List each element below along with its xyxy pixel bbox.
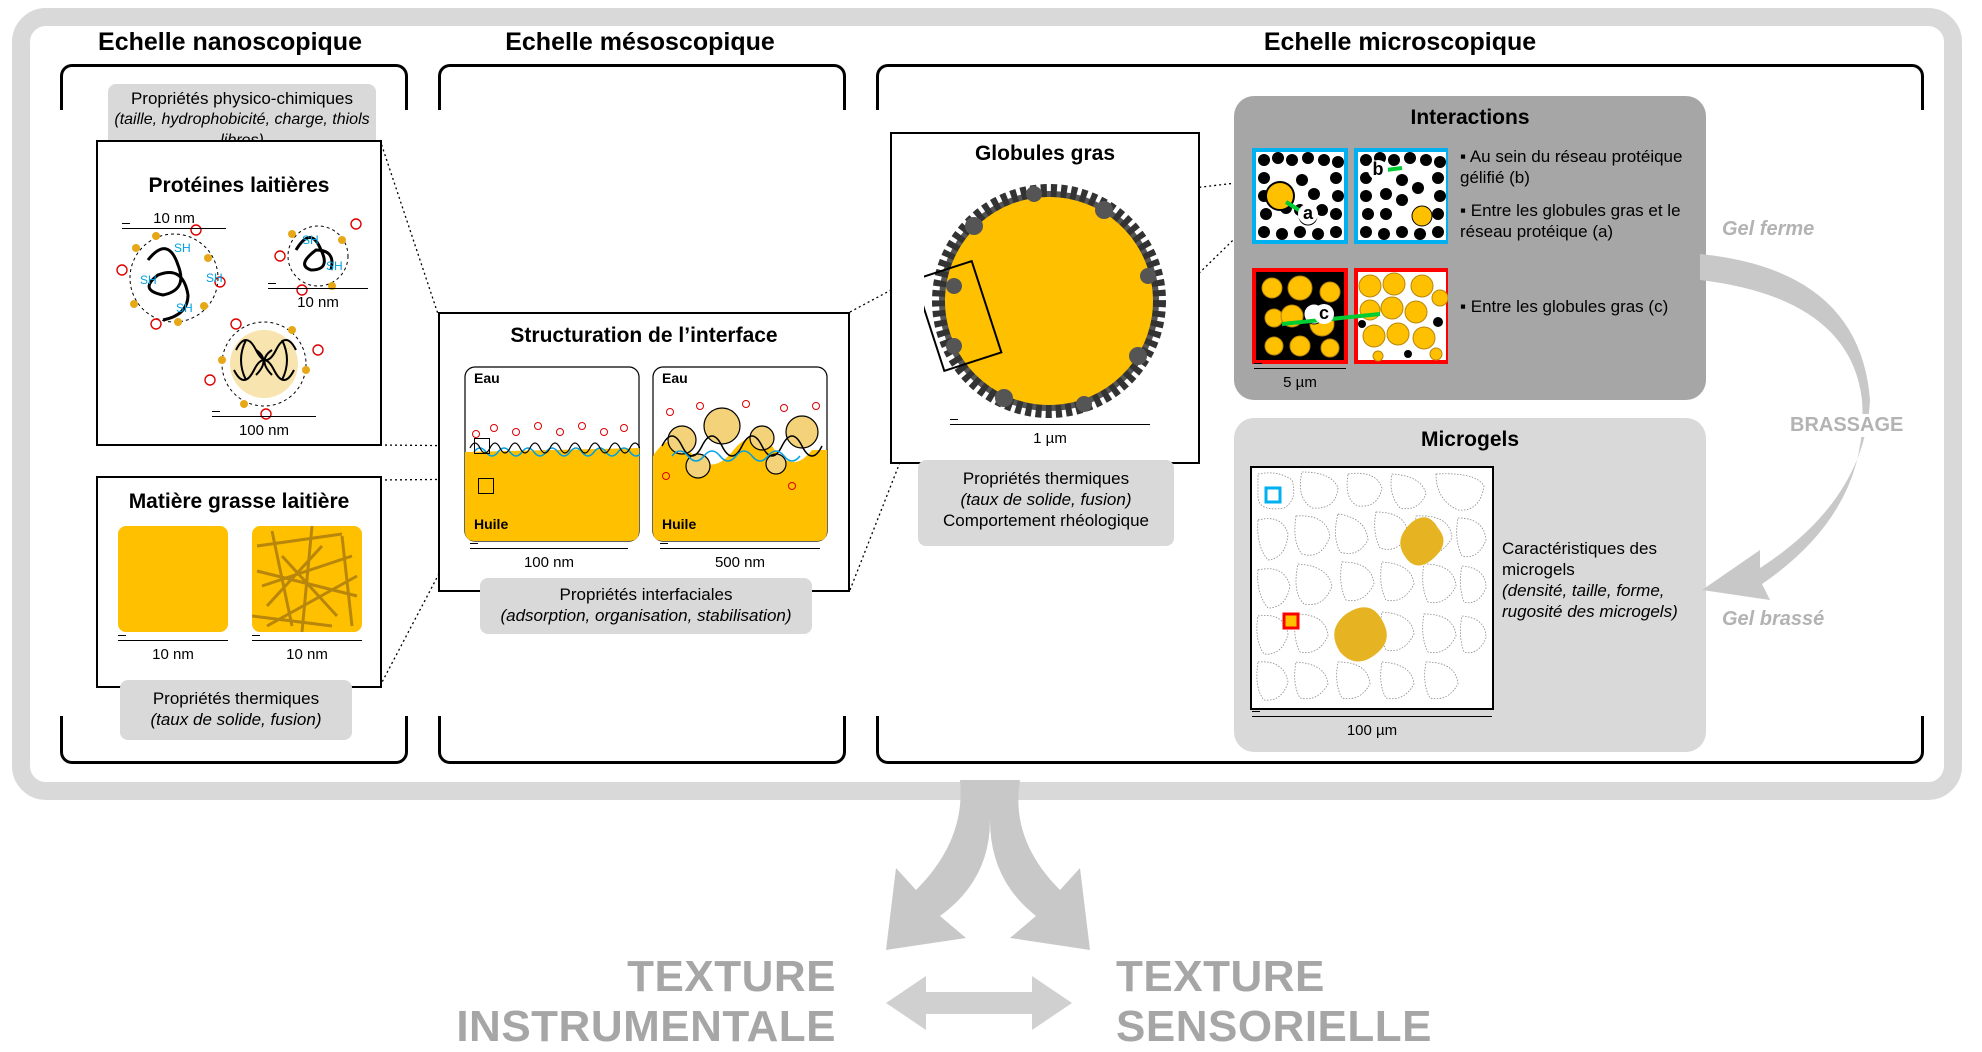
interactions-title: Interactions: [1410, 106, 1530, 129]
nano-scale-title: Echelle nanoscopique: [98, 28, 362, 56]
protein-molecules-illustration: SH SH SH SH SH SH: [116, 218, 362, 420]
interaction-letter-c: c: [1314, 304, 1334, 324]
globule-scale-label: 1 µm: [1033, 430, 1067, 447]
fat-scale-bar-1: [118, 635, 228, 651]
micro-bracket-bottom: [876, 716, 1924, 764]
fat-globule-illustration: [924, 184, 1166, 418]
microgels-characteristics: Caractéristiques des microgels (densité,…: [1502, 538, 1712, 622]
nano-bracket-bottom: [60, 716, 408, 764]
globule-scale-bar: [950, 419, 1150, 435]
svg-text:SH: SH: [326, 259, 343, 273]
gel-brasse-label: Gel brassé: [1722, 608, 1825, 630]
oil-label-right: Huile: [662, 516, 697, 532]
gel-ferme-label: Gel ferme: [1722, 218, 1815, 240]
interaction-networks-illustration: [1252, 148, 1448, 364]
meso-bracket-bottom: [438, 716, 846, 764]
interface-title: Structuration de l’interface: [510, 324, 778, 347]
interface-scale-bar-1: [470, 543, 628, 559]
micro-bracket-top: [876, 64, 1924, 110]
proteins-title: Protéines laitières: [148, 174, 330, 197]
svg-text:SH: SH: [302, 233, 319, 247]
meso-bracket-top: [438, 64, 846, 110]
texture-split-arrow: [886, 780, 1090, 950]
meso-scale-title: Echelle mésoscopique: [505, 28, 775, 56]
interfacial-props-title: Propriétés interfaciales: [559, 585, 733, 604]
microgels-char-title: Caractéristiques des microgels: [1502, 539, 1657, 579]
svg-text:SH: SH: [176, 301, 193, 315]
nano-thermal-props-box: Propriétés thermiques (taux de solide, f…: [120, 680, 352, 740]
interaction-letter-b: b: [1368, 160, 1388, 180]
water-label-left: Eau: [474, 370, 500, 386]
interface-panel-right: [652, 366, 828, 542]
micro-scale-title: Echelle microscopique: [1263, 28, 1537, 56]
fat-globule-title: Globules gras: [974, 142, 1116, 165]
interface-scale-bar-2: [660, 543, 820, 559]
interfacial-props-box: Propriétés interfaciales (adsorption, or…: [480, 578, 812, 634]
microgels-scale-bar: [1252, 711, 1492, 727]
brassage-label: BRASSAGE: [1786, 414, 1908, 437]
micro-thermal-title: Propriétés thermiques: [962, 469, 1130, 488]
proteins-box: Protéines laitières: [96, 140, 382, 446]
microgels-char-detail: (densité, taille, forme, rugosité des mi…: [1502, 581, 1678, 621]
fat-scale-bar-2: [252, 635, 362, 651]
outer-frame: [12, 8, 1962, 800]
interfacial-props-detail: (adsorption, organisation, stabilisation…: [500, 606, 792, 625]
interaction-bullet-2: ▪ Entre les globules gras et le réseau p…: [1460, 201, 1681, 241]
texture-correlation-arrow: [886, 976, 1072, 1030]
rheology-label: Comportement rhéologique: [942, 511, 1149, 530]
nano-thermal-title: Propriétés thermiques: [152, 689, 320, 708]
interface-scale-label-1: 100 nm: [523, 554, 575, 571]
interaction-letter-a: a: [1298, 204, 1318, 224]
fat-scale-label-2: 10 nm: [286, 646, 328, 663]
interface-panel-left: [464, 366, 640, 542]
protein-scale-label-3: 100 nm: [238, 422, 290, 439]
nano-bracket-top: [60, 64, 408, 110]
nano-thermal-detail: (taux de solide, fusion): [150, 710, 322, 729]
interface-scale-label-2: 500 nm: [714, 554, 766, 571]
protein-scale-bar-3: [212, 411, 316, 427]
interaction-scale-bar: [1254, 363, 1346, 379]
zoom-square-interface: [474, 438, 490, 454]
microgels-illustration: [1250, 466, 1494, 710]
liquid-fat-square: [118, 526, 228, 632]
protein-scale-label-1: 10 nm: [153, 210, 195, 227]
microgels-scale-label: 100 µm: [1346, 722, 1398, 739]
oil-label-left: Huile: [474, 516, 509, 532]
fat-scale-label-1: 10 nm: [152, 646, 194, 663]
micro-thermal-detail: (taux de solide, fusion): [960, 490, 1132, 509]
instrumental-texture-label: TEXTURE INSTRUMENTALE: [456, 952, 836, 1051]
protein-scale-bar-2: [268, 283, 368, 299]
milk-fat-title: Matière grasse laitière: [128, 490, 350, 513]
sensory-texture-label: TEXTURE SENSORIELLE: [1116, 952, 1432, 1051]
svg-text:SH: SH: [140, 273, 157, 287]
protein-scale-bar-1: [122, 223, 226, 239]
water-label-right: Eau: [662, 370, 688, 386]
physchem-props-title: Propriétés physico-chimiques: [130, 89, 354, 108]
micro-thermal-props-box: Propriétés thermiques (taux de solide, f…: [918, 460, 1174, 546]
crystallized-fat-square: [252, 526, 362, 632]
interaction-scale-label: 5 µm: [1283, 374, 1317, 391]
svg-text:SH: SH: [206, 271, 223, 285]
microgels-title: Microgels: [1420, 428, 1520, 451]
interaction-bullet-3: ▪ Entre les globules gras (c): [1460, 297, 1669, 316]
svg-text:SH: SH: [174, 241, 191, 255]
brassage-arrow: [1700, 254, 1870, 600]
zoom-square-oil: [478, 478, 494, 494]
protein-scale-label-2: 10 nm: [297, 294, 339, 311]
interaction-bullet-1: ▪ Au sein du réseau protéique gélifié (b…: [1460, 147, 1683, 187]
